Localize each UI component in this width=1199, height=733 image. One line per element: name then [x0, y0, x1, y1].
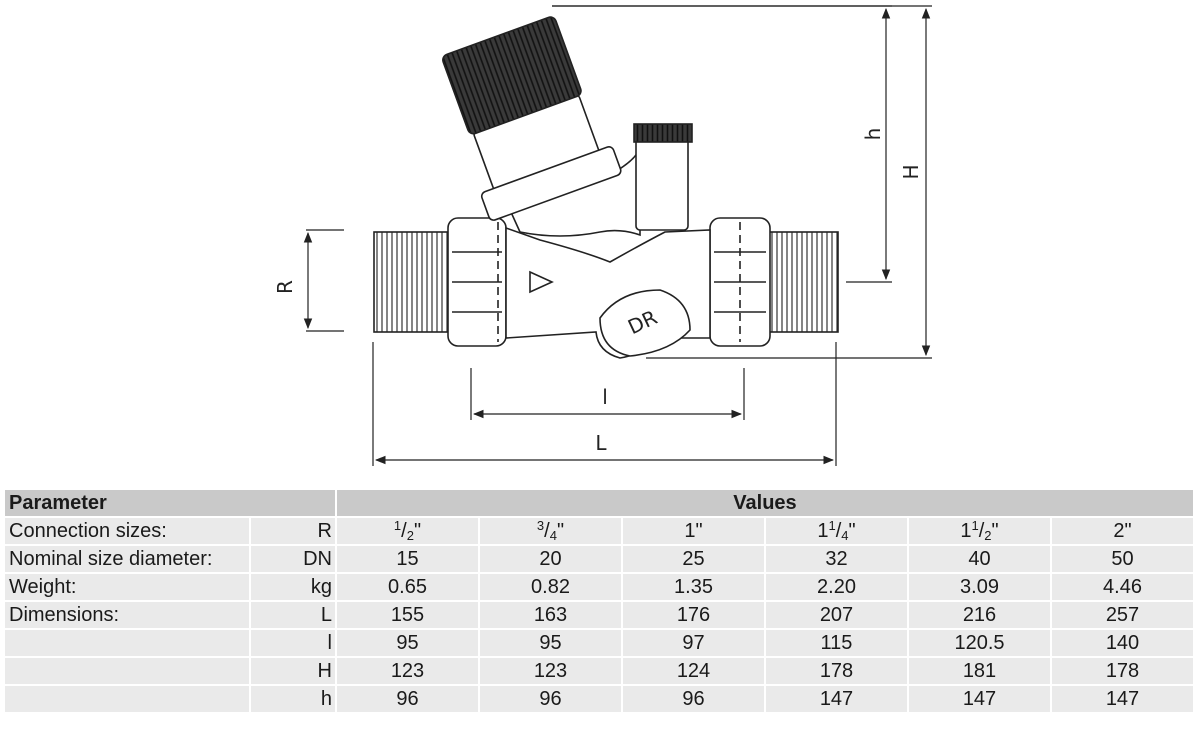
table-cell: 207 [766, 602, 907, 628]
adjustment-knob [442, 16, 582, 135]
table-row: h 96 96 96 147 147 147 [5, 686, 1193, 712]
row-unit: h [251, 686, 335, 712]
row-unit: H [251, 658, 335, 684]
valve-technical-drawing-svg: DR R l L [273, 5, 932, 466]
table-cell: 0.82 [480, 574, 621, 600]
gauge-port [635, 137, 689, 231]
table-cell: 123 [480, 658, 621, 684]
row-label [5, 658, 249, 684]
table-cell: 96 [337, 686, 478, 712]
table-cell: 178 [1052, 658, 1193, 684]
table-cell: 97 [623, 630, 764, 656]
table-row: Nominal size diameter: DN 15 20 25 32 40… [5, 546, 1193, 572]
table-row: H 123 123 124 178 181 178 [5, 658, 1193, 684]
table-header-row: Parameter Values [5, 490, 1193, 516]
table-cell: 155 [337, 602, 478, 628]
dim-label-l: l [602, 385, 608, 409]
table-cell: 140 [1052, 630, 1193, 656]
row-label: Dimensions: [5, 602, 249, 628]
table-cell: 2.20 [766, 574, 907, 600]
table-cell: 3.09 [909, 574, 1050, 600]
table-cell: 147 [1052, 686, 1193, 712]
row-label [5, 686, 249, 712]
table-cell: 181 [909, 658, 1050, 684]
table-cell: 163 [480, 602, 621, 628]
row-unit: l [251, 630, 335, 656]
row-label [5, 630, 249, 656]
table-row: Weight: kg 0.65 0.82 1.35 2.20 3.09 4.46 [5, 574, 1193, 600]
table-cell: 115 [766, 630, 907, 656]
table-cell: 32 [766, 546, 907, 572]
table-cell: 96 [623, 686, 764, 712]
table-cell: 120.5 [909, 630, 1050, 656]
table-cell: 95 [337, 630, 478, 656]
table-row: Dimensions: L 155 163 176 207 216 257 [5, 602, 1193, 628]
dim-label-h: h [861, 128, 885, 141]
specification-table: Parameter Values Connection sizes: R 1/2… [3, 488, 1195, 714]
header-values: Values [337, 490, 1193, 516]
dim-label-R: R [273, 280, 297, 294]
table-cell: 178 [766, 658, 907, 684]
table-cell: 50 [1052, 546, 1193, 572]
table-cell: 95 [480, 630, 621, 656]
header-parameter: Parameter [5, 490, 335, 516]
table-cell: 0.65 [337, 574, 478, 600]
table-row: l 95 95 97 115 120.5 140 [5, 630, 1193, 656]
left-thread [373, 231, 451, 333]
table-cell: 216 [909, 602, 1050, 628]
connection-size-cell: 11/2" [909, 518, 1050, 544]
table-cell: 25 [623, 546, 764, 572]
dim-label-H: H [899, 164, 923, 179]
row-label: Nominal size diameter: [5, 546, 249, 572]
connection-size-cell: 3/4" [480, 518, 621, 544]
table-cell: 4.46 [1052, 574, 1193, 600]
valve-drawing: DR R l L [273, 5, 932, 466]
row-unit: DN [251, 546, 335, 572]
table-cell: 257 [1052, 602, 1193, 628]
flow-direction-arrow [529, 270, 554, 294]
table-cell: 147 [909, 686, 1050, 712]
gauge-port-cap [633, 123, 693, 143]
table-cell: 96 [480, 686, 621, 712]
table-cell: 1.35 [623, 574, 764, 600]
connection-size-cell: 11/4" [766, 518, 907, 544]
connection-size-cell: 2" [1052, 518, 1193, 544]
connection-size-cell: 1/2" [337, 518, 478, 544]
table-cell: 147 [766, 686, 907, 712]
dr-badge [599, 289, 691, 357]
right-thread [765, 231, 839, 333]
table-cell: 124 [623, 658, 764, 684]
connection-size-cell: 1" [623, 518, 764, 544]
row-label: Connection sizes: [5, 518, 249, 544]
hex-nut [480, 146, 622, 221]
row-unit: R [251, 518, 335, 544]
table-cell: 123 [337, 658, 478, 684]
table-cell: 40 [909, 546, 1050, 572]
table-row: Connection sizes: R 1/2" 3/4" 1" 11/4" 1… [5, 518, 1193, 544]
table-cell: 20 [480, 546, 621, 572]
table-cell: 15 [337, 546, 478, 572]
row-label: Weight: [5, 574, 249, 600]
row-unit: kg [251, 574, 335, 600]
dim-label-L: L [595, 431, 607, 455]
table-cell: 176 [623, 602, 764, 628]
row-unit: L [251, 602, 335, 628]
